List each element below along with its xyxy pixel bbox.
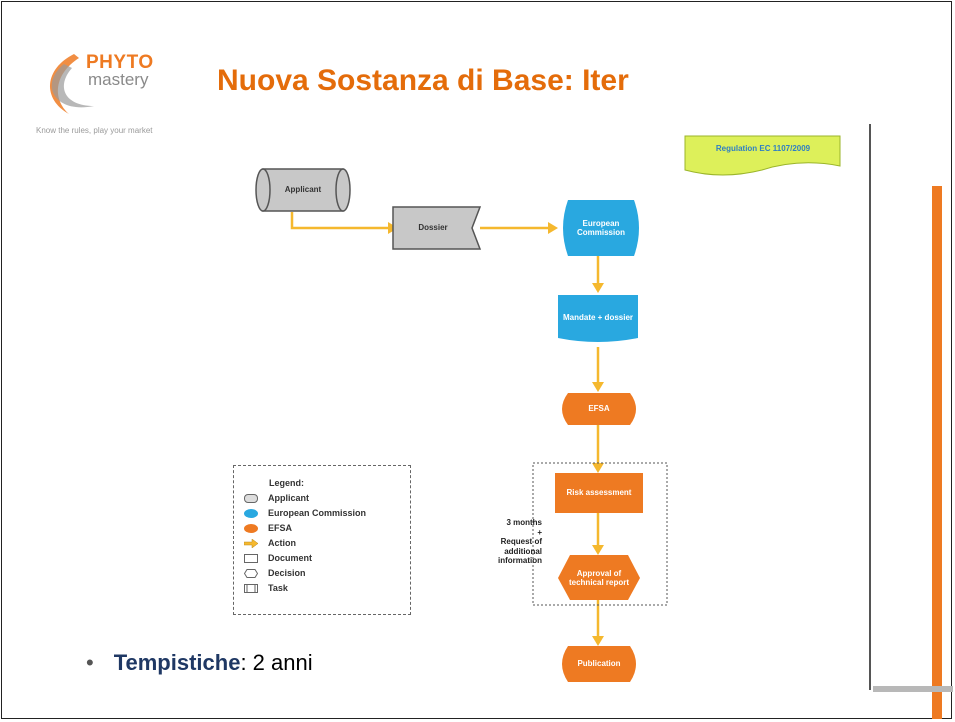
legend-item: Decision — [244, 568, 306, 578]
node-approval — [558, 555, 640, 600]
timing-note: 3 months + Request of additional informa… — [470, 518, 542, 566]
timing-note-line: + — [537, 527, 542, 537]
slide-title: Nuova Sostanza di Base: Iter — [217, 64, 629, 97]
task-icon — [244, 583, 258, 593]
legend-item: Document — [244, 553, 312, 563]
regulation-banner — [684, 135, 841, 176]
bullet-dot-icon: • — [86, 650, 94, 675]
node-commission — [563, 200, 639, 256]
legend-item-label: Decision — [268, 568, 306, 578]
arrow-applicant-dossier — [290, 212, 388, 230]
timing-note-line: Request of — [500, 537, 542, 547]
blue-oval-icon — [244, 508, 258, 518]
node-approval-label: Approval of technical report — [568, 568, 629, 587]
orange-accent-bar — [932, 186, 942, 719]
legend-box: Legend: Applicant European Commission EF… — [233, 465, 411, 615]
logo-brand-bottom: mastery — [88, 70, 149, 89]
node-dossier — [392, 206, 482, 250]
regulation-label: Regulation EC 1107/2009 — [715, 144, 811, 153]
arrow-icon — [244, 538, 258, 548]
node-efsa — [562, 393, 636, 425]
orange-oval-icon — [244, 523, 258, 533]
timing-bullet: • Tempistiche: 2 anni — [86, 650, 313, 676]
risk-group-box — [532, 462, 668, 606]
legend-item-label: Applicant — [268, 493, 310, 503]
legend-item: EFSA — [244, 523, 292, 533]
cylinder-icon — [244, 493, 258, 503]
logo-brand-top: PHYTO — [86, 52, 154, 73]
timing-note-line: additional — [504, 546, 542, 556]
hexagon-icon — [244, 568, 258, 578]
legend-item-label: Task — [268, 583, 288, 593]
vertical-divider — [869, 124, 871, 690]
node-mandate — [558, 295, 638, 342]
legend-item-label: EFSA — [268, 523, 293, 533]
node-dossier-label: Dossier — [418, 223, 448, 233]
logo-tagline: Know the rules, play your market — [36, 126, 153, 135]
timing-note-line: 3 months — [506, 518, 542, 527]
node-risk-label: Risk assessment — [566, 488, 632, 498]
node-efsa-label: EFSA — [588, 404, 610, 414]
node-mandate-label: Mandate + dossier — [562, 313, 634, 323]
legend-item: Applicant — [244, 493, 309, 503]
grey-accent-bar — [873, 686, 953, 692]
node-applicant-label: Applicant — [284, 185, 322, 195]
bullet-text: : 2 anni — [240, 650, 313, 675]
document-icon — [244, 553, 258, 563]
phyto-mastery-logo-icon — [50, 54, 94, 114]
legend-item-label: Action — [268, 538, 296, 548]
timing-note-line: information — [498, 556, 542, 566]
node-applicant — [255, 168, 351, 212]
node-risk — [555, 473, 643, 513]
legend-item-label: Document — [268, 553, 313, 563]
legend-title: Legend: — [269, 478, 304, 488]
legend-item-label: European Commission — [268, 508, 367, 518]
legend-item: Action — [244, 538, 296, 548]
legend-item: Task — [244, 583, 288, 593]
node-publication — [562, 646, 636, 682]
node-commission-label: European Commission — [576, 218, 625, 237]
node-publication-label: Publication — [577, 659, 621, 669]
bullet-bold-text: Tempistiche — [113, 650, 241, 675]
legend-item: European Commission — [244, 508, 366, 518]
